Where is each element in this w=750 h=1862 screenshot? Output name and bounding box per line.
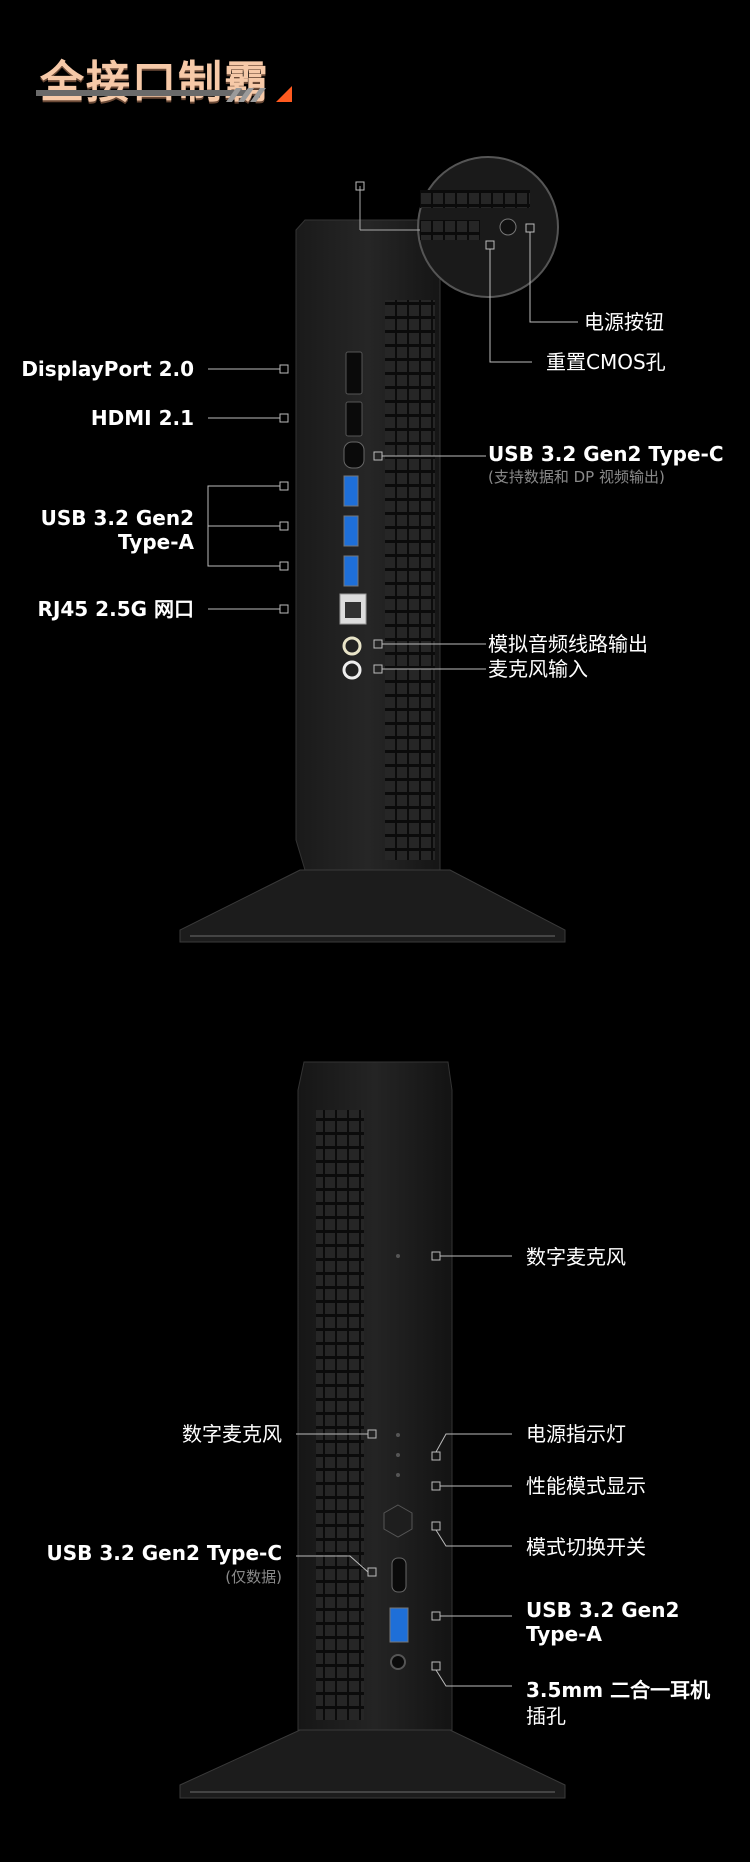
label-usb-c-front-note: (仅数据)	[225, 1568, 282, 1586]
label-mode-switch: 模式切换开关	[526, 1535, 646, 1559]
label-digital-mic-top: 数字麦克风	[526, 1245, 626, 1269]
label-cmos-reset: 重置CMOS孔	[546, 350, 666, 374]
label-displayport: DisplayPort 2.0	[21, 357, 194, 381]
label-usb-a-front-line1: USB 3.2 Gen2	[526, 1598, 680, 1622]
label-perf-mode: 性能模式显示	[526, 1474, 646, 1498]
label-usb-a-front-line2: Type-A	[526, 1622, 602, 1646]
label-usb-c-front: USB 3.2 Gen2 Type-C	[46, 1541, 282, 1565]
rear-device-illustration	[179, 156, 578, 943]
label-power-led: 电源指示灯	[526, 1422, 626, 1446]
label-jack-line1: 3.5mm 二合一耳机	[526, 1678, 711, 1702]
label-usb-c-rear: USB 3.2 Gen2 Type-C	[488, 442, 724, 466]
front-device-illustration	[179, 1061, 566, 1799]
label-mic-in: 麦克风输入	[488, 657, 588, 681]
label-audio-out: 模拟音频线路输出	[488, 632, 648, 656]
label-jack-line2: 插孔	[526, 1704, 566, 1728]
label-power-button: 电源按钮	[584, 310, 664, 334]
title-decoration	[36, 86, 292, 102]
label-rj45: RJ45 2.5G 网口	[37, 597, 194, 621]
label-usb-a-rear-line1: USB 3.2 Gen2	[40, 506, 194, 530]
label-usb-c-rear-note: (支持数据和 DP 视频输出)	[488, 468, 665, 486]
label-hdmi: HDMI 2.1	[90, 406, 194, 430]
label-usb-a-rear-line2: Type-A	[118, 530, 194, 554]
label-digital-mic-left: 数字麦克风	[182, 1422, 282, 1446]
